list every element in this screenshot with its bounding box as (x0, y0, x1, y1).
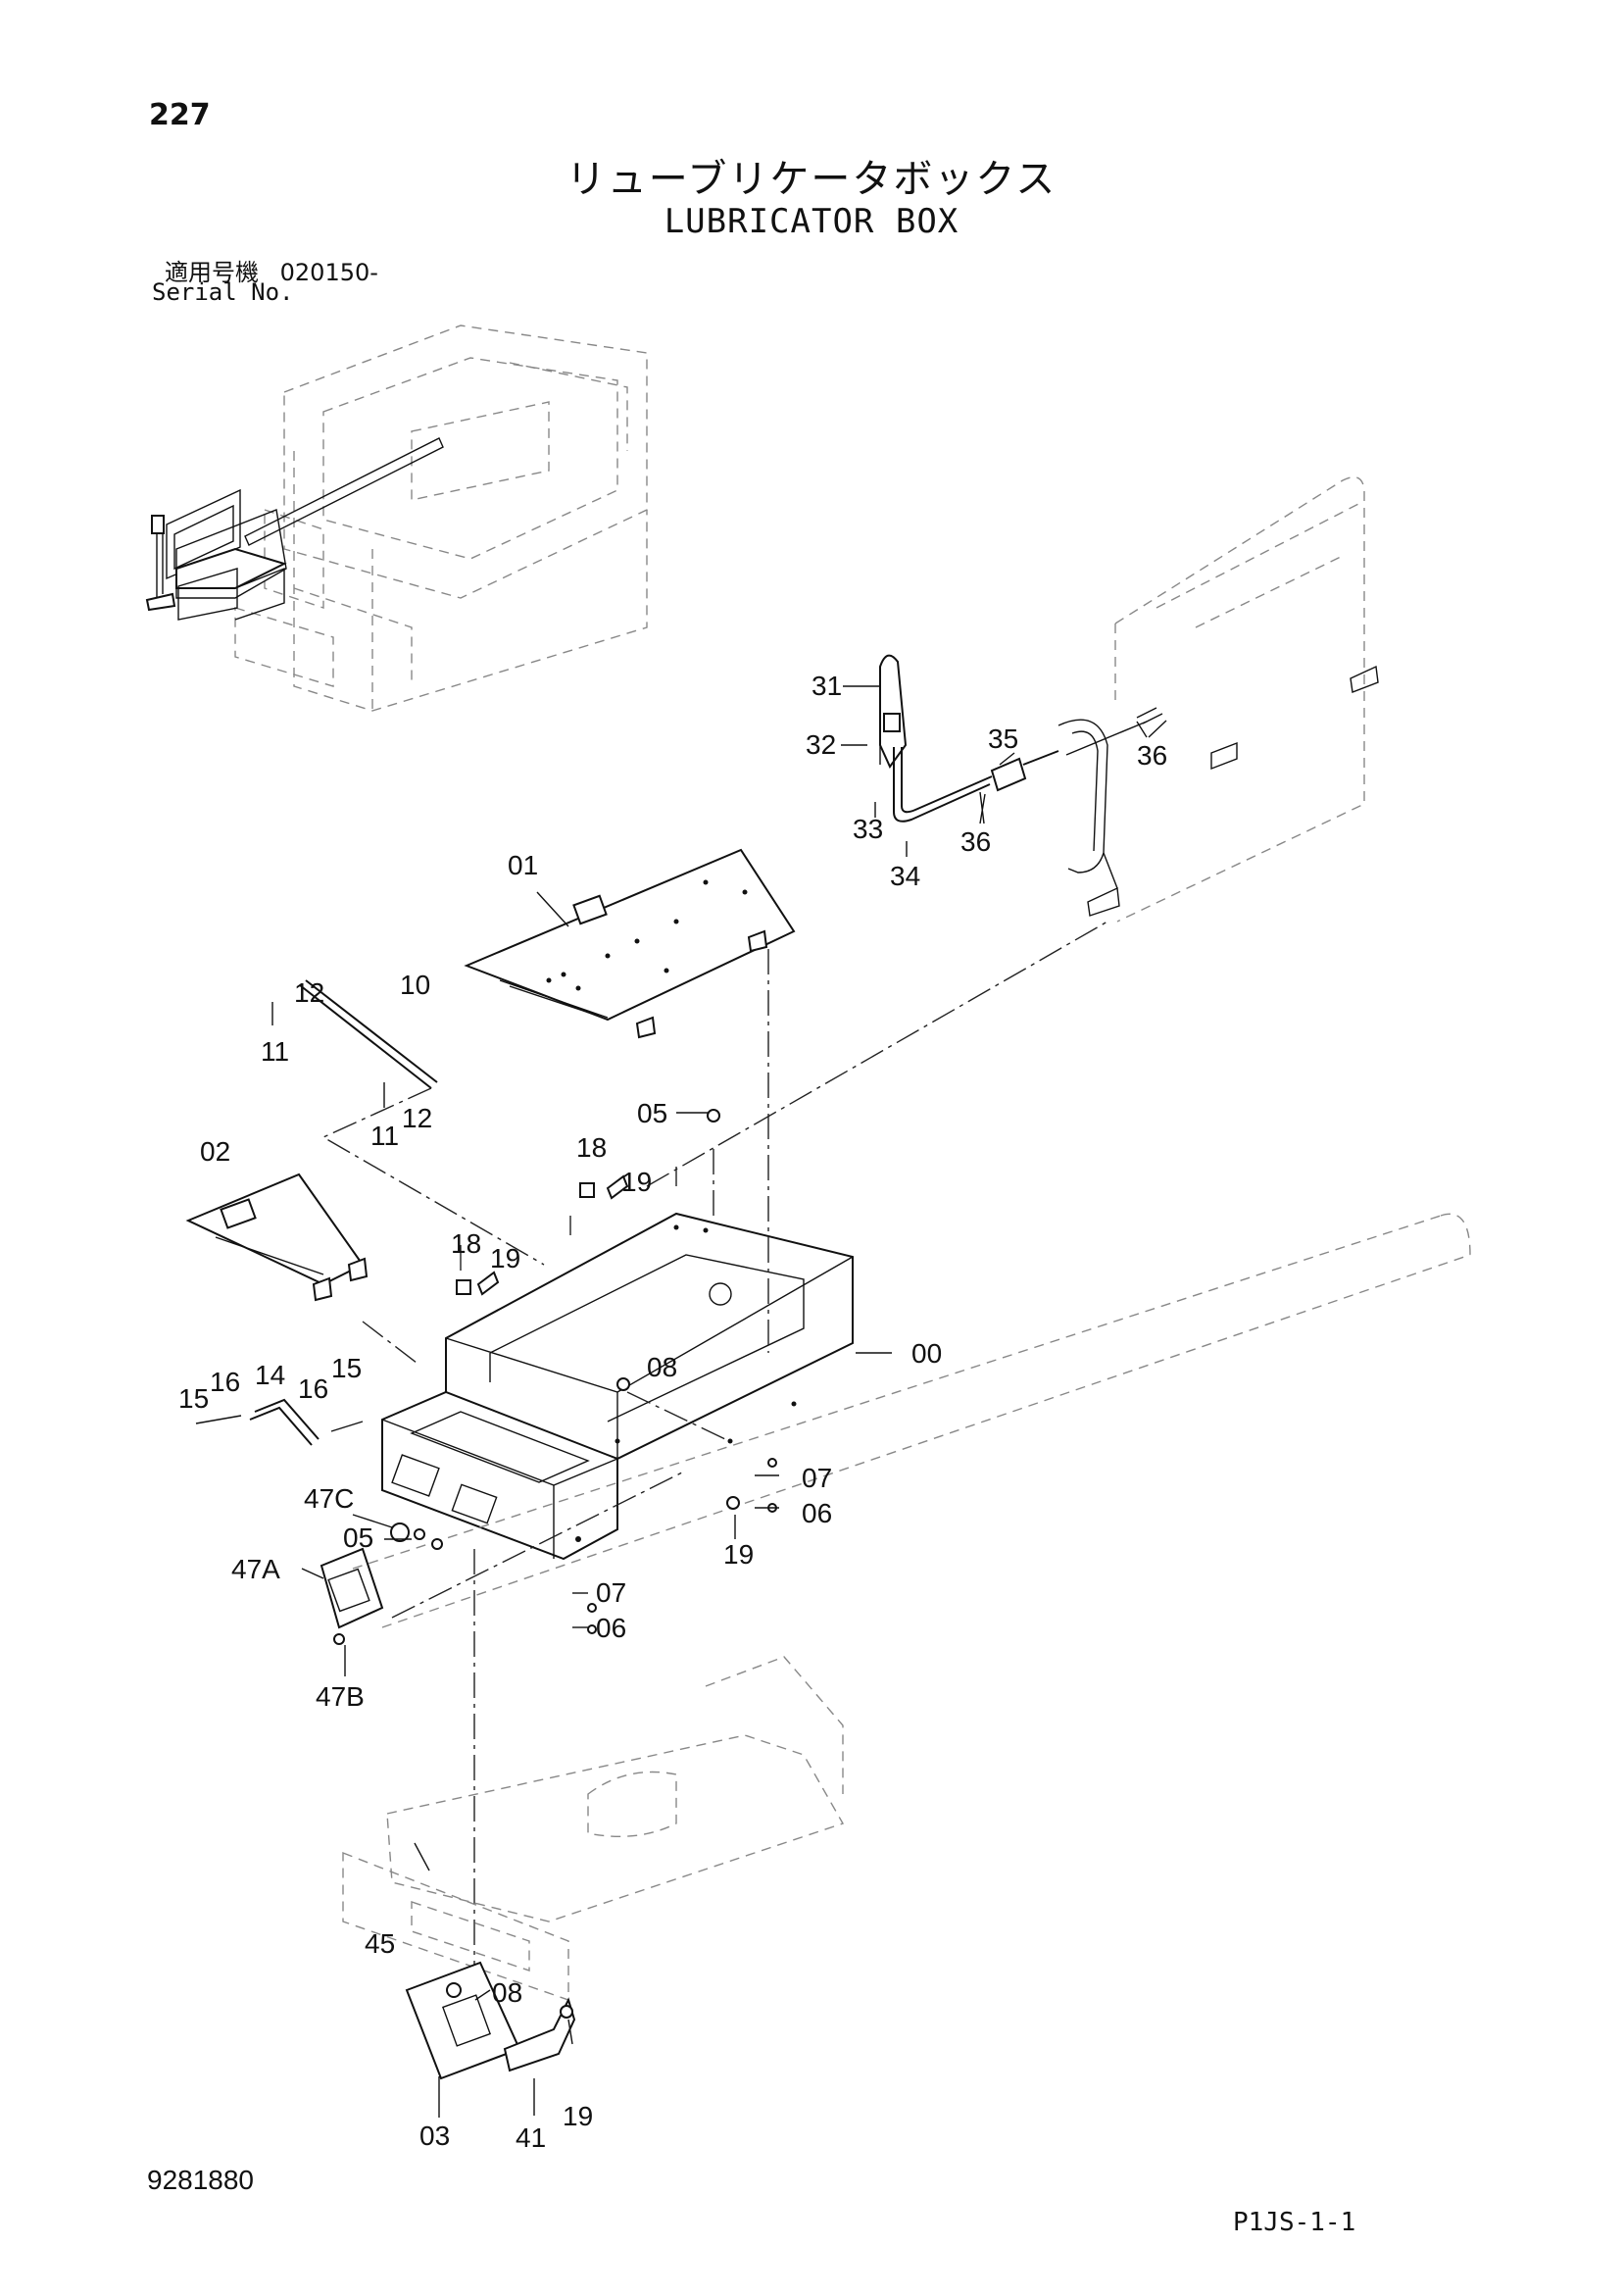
callout-14: 14 (255, 1360, 285, 1390)
callout-32: 32 (806, 729, 836, 760)
callout-12-upper: 12 (294, 977, 324, 1008)
callout-19-mid: 19 (490, 1243, 520, 1273)
title-japanese: リューブリケータボックス (566, 157, 1057, 202)
cover-plate (464, 848, 796, 1039)
callout-19-upper: 19 (621, 1167, 652, 1197)
callout-07-lower: 07 (596, 1577, 626, 1608)
callout-45: 45 (365, 1928, 395, 1959)
callout-03: 03 (419, 2121, 450, 2151)
callout-18-mid: 18 (451, 1228, 481, 1259)
callout-11-lower: 11 (370, 1121, 399, 1151)
callout-47b: 47B (316, 1681, 365, 1712)
callout-34: 34 (890, 861, 920, 891)
document-number: 9281880 (147, 2165, 255, 2195)
callout-05-lower: 05 (343, 1522, 373, 1553)
callout-16-left: 16 (210, 1367, 240, 1397)
callout-35: 35 (988, 724, 1018, 754)
callout-12-lower: 12 (402, 1103, 432, 1133)
callout-05-upper: 05 (637, 1098, 667, 1128)
callout-15-right: 15 (331, 1353, 362, 1383)
callout-08-lower: 08 (492, 1977, 522, 2008)
fasteners (414, 1109, 777, 1634)
title-english: LUBRICATOR BOX (664, 202, 959, 241)
lubricator-hose-assembly (879, 654, 1238, 917)
callout-36-upper: 36 (1137, 740, 1167, 771)
callout-47c: 47C (304, 1483, 354, 1514)
callout-08-upper: 08 (647, 1352, 677, 1382)
lower-cover (405, 1961, 576, 2080)
serial-label-japanese: 適用号機 (165, 259, 259, 286)
page-number: 227 (149, 98, 211, 132)
serial-line-japanese: 適用号機 020150- (165, 253, 378, 287)
callout-33: 33 (853, 814, 883, 844)
callout-07-right: 07 (802, 1463, 832, 1493)
callout-31: 31 (812, 671, 842, 701)
serial-label-english: Serial No. (152, 278, 294, 306)
alignment-lines (362, 921, 1108, 1990)
callout-01: 01 (508, 850, 538, 880)
serial-value: 020150- (279, 259, 378, 286)
callout-18-upper: 18 (576, 1132, 607, 1163)
callout-labels: 31 32 33 34 35 36 36 01 10 12 11 11 12 0… (178, 671, 1167, 2153)
page-code: P1JS-1-1 (1233, 2208, 1356, 2237)
callout-19-bottom: 19 (563, 2101, 593, 2131)
machine-overview-illustration (145, 324, 648, 712)
callout-11-upper: 11 (261, 1036, 289, 1067)
callout-41: 41 (516, 2122, 546, 2153)
handle (195, 1398, 364, 1446)
lubricator-box-body (381, 1212, 854, 1561)
callout-10: 10 (400, 970, 430, 1000)
callout-15-left: 15 (178, 1383, 209, 1414)
callout-06-lower: 06 (596, 1613, 626, 1643)
support-rod (271, 979, 545, 1266)
callout-19-lower: 19 (723, 1539, 754, 1570)
callout-47a: 47A (231, 1554, 280, 1584)
callout-02: 02 (200, 1136, 230, 1167)
leader-lines (301, 685, 1167, 2118)
callout-16-right: 16 (298, 1373, 328, 1404)
callout-00: 00 (911, 1338, 942, 1369)
small-lid (185, 1173, 369, 1302)
callout-36-lower: 36 (960, 826, 991, 857)
cover-plate-47a (320, 1522, 410, 1645)
guard-rail-reference (1114, 476, 1379, 923)
callout-06-right: 06 (802, 1498, 832, 1528)
